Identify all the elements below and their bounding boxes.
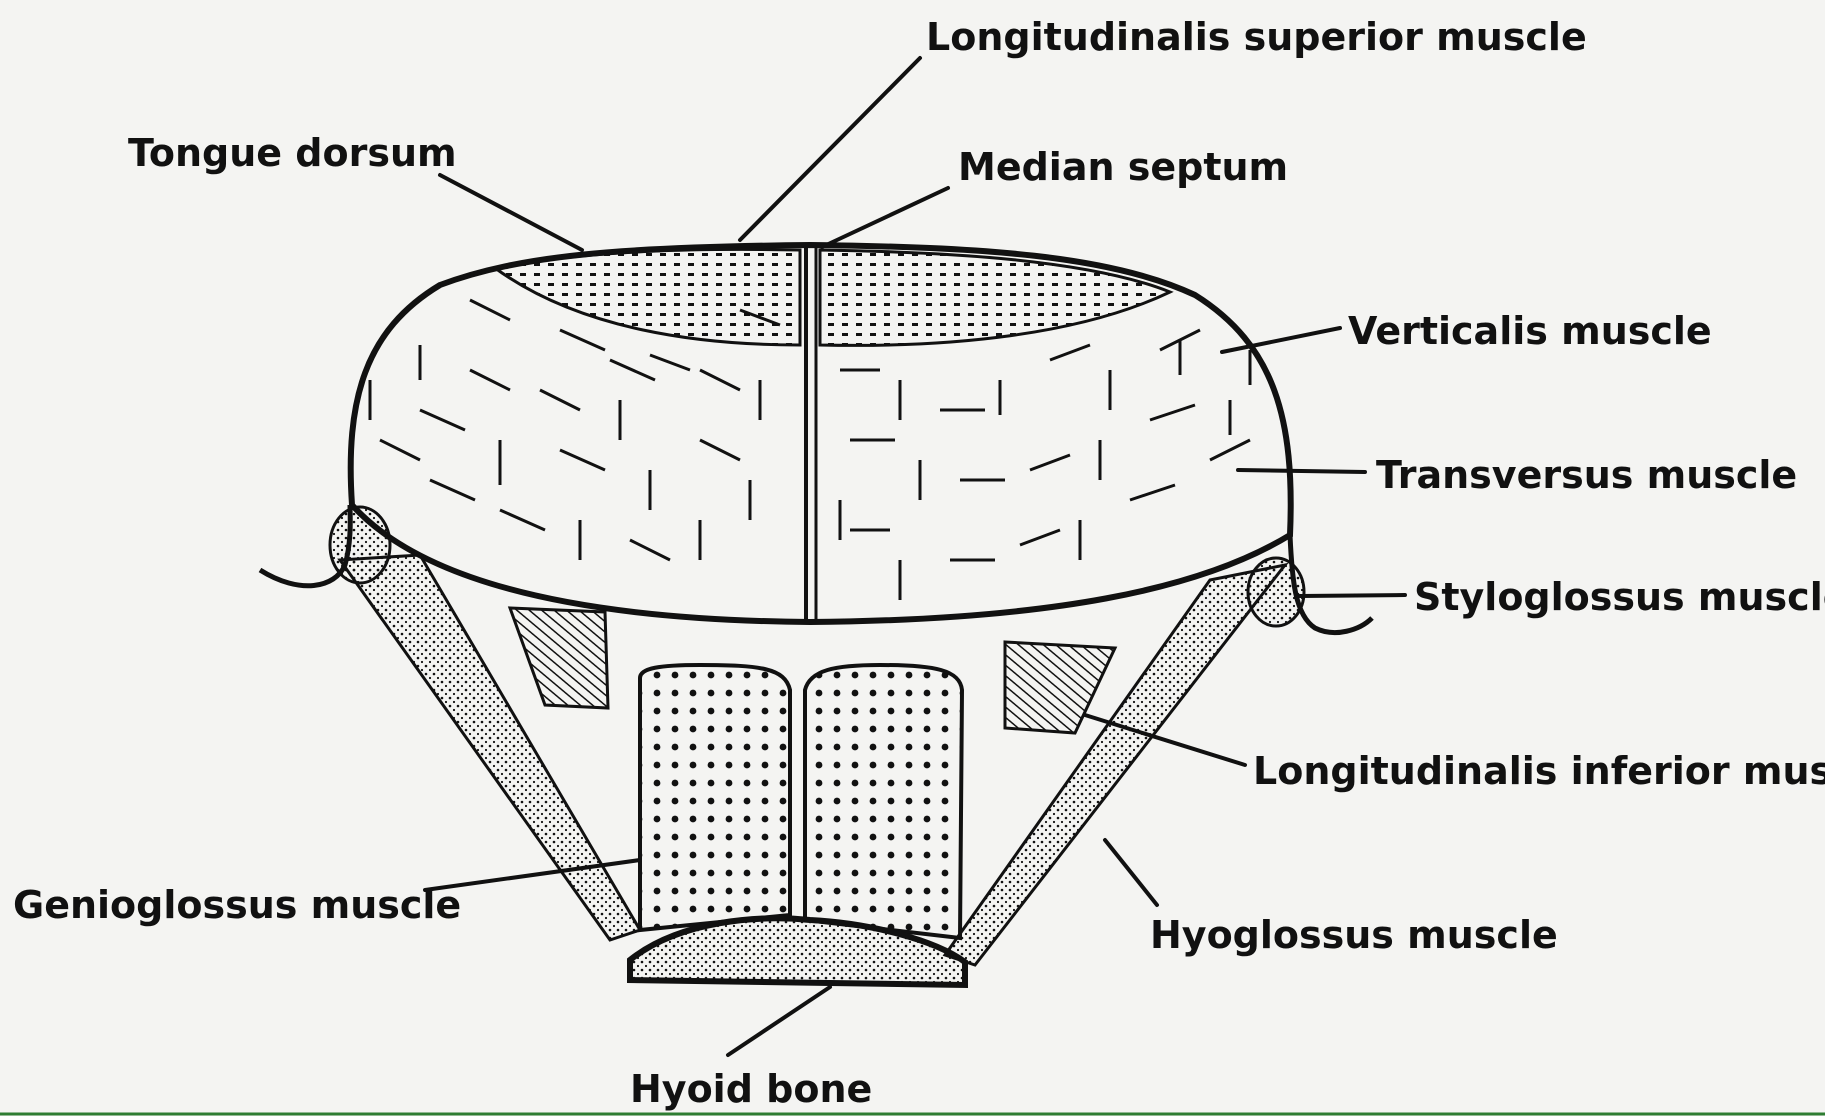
genioglossus-left: [640, 665, 790, 930]
label-tongue-dorsum: Tongue dorsum: [128, 131, 457, 175]
label-hyoglossus: Hyoglossus muscle: [1150, 913, 1558, 957]
label-transversus: Transversus muscle: [1376, 453, 1797, 497]
hyoglossus-right-band: [945, 565, 1285, 965]
label-styloglossus: Styloglossus muscle: [1414, 575, 1825, 619]
genioglossus-right: [805, 665, 962, 938]
label-hyoid-bone: Hyoid bone: [630, 1067, 872, 1111]
label-genioglossus: Genioglossus muscle: [13, 883, 461, 927]
label-verticalis: Verticalis muscle: [1348, 309, 1712, 353]
label-longitudinalis-inferior: Longitudinalis inferior muscle: [1253, 749, 1825, 793]
label-longitudinalis-superior: Longitudinalis superior muscle: [926, 15, 1587, 59]
longitudinalis-inferior-left: [510, 608, 608, 708]
label-median-septum: Median septum: [958, 145, 1288, 189]
